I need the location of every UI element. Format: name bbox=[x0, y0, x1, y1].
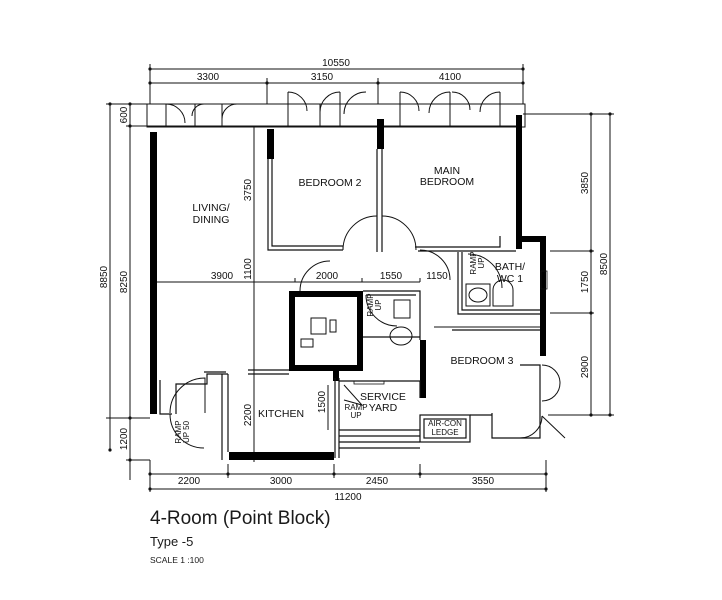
room-main-bedroom: MAIN bbox=[434, 165, 460, 177]
dim-left-3: 1200 bbox=[119, 427, 130, 450]
dim-left-overall: 8850 bbox=[99, 265, 110, 288]
room-main-bedroom-2: BEDROOM bbox=[420, 176, 474, 188]
ramp-label-yard: RAMP bbox=[344, 403, 367, 412]
dim-bottom-2: 3000 bbox=[270, 476, 293, 487]
dim-kitchen-height: 2200 bbox=[243, 403, 254, 426]
dimension-labels: 10550 3300 3150 4100 2200 3000 2450 3550… bbox=[99, 58, 610, 503]
room-service-yard-2: YARD bbox=[369, 402, 398, 414]
up-label-yard: UP bbox=[350, 411, 361, 420]
room-bath-wc-1: BATH/ bbox=[495, 261, 525, 273]
dim-top-3: 4100 bbox=[439, 72, 462, 83]
room-labels: LIVING/ DINING BEDROOM 2 MAIN BEDROOM BA… bbox=[192, 165, 525, 437]
plan-scale: SCALE 1 :100 bbox=[150, 555, 204, 565]
room-kitchen: KITCHEN bbox=[258, 408, 304, 420]
room-aircon-ledge: AIR-CON bbox=[428, 419, 462, 428]
dim-corridor: 1100 bbox=[243, 258, 254, 280]
up-label-wc: UP bbox=[374, 299, 383, 310]
dim-left-2: 8250 bbox=[119, 270, 130, 293]
dim-top-2: 3150 bbox=[311, 72, 334, 83]
dim-yard-height: 1500 bbox=[317, 390, 328, 413]
room-aircon-ledge-2: LEDGE bbox=[431, 428, 458, 437]
plan-type: Type -5 bbox=[150, 534, 194, 549]
title-block: 4-Room (Point Block) Type -5 SCALE 1 :10… bbox=[150, 508, 331, 565]
up-label-bath1: UP bbox=[477, 257, 486, 268]
dim-top-overall: 10550 bbox=[322, 58, 350, 69]
dim-bottom-1: 2200 bbox=[178, 476, 201, 487]
wc-toilet-icon bbox=[389, 326, 413, 346]
room-service-yard: SERVICE bbox=[360, 391, 406, 403]
dim-bottom-4: 3550 bbox=[472, 476, 495, 487]
window-bay bbox=[146, 91, 526, 128]
dim-living-width: 3900 bbox=[211, 271, 234, 282]
plan-title: 4-Room (Point Block) bbox=[150, 508, 331, 529]
ramp-annotations: RAMP UP RAMP UP 50 RAMP UP RAMP UP bbox=[174, 251, 486, 443]
dim-right-1: 3850 bbox=[580, 171, 591, 194]
up50-label-entrance: UP 50 bbox=[182, 420, 191, 443]
ramp-label-entrance: RAMP bbox=[174, 420, 183, 443]
dim-wc-width: 1550 bbox=[380, 271, 403, 282]
dim-bath2-width: 2000 bbox=[316, 271, 339, 282]
dim-right-3: 2900 bbox=[580, 355, 591, 378]
dimension-ticks bbox=[108, 67, 612, 491]
toilet-icon bbox=[492, 279, 514, 307]
room-living: LIVING/ bbox=[192, 202, 229, 214]
room-bath-wc-1-2: WC 1 bbox=[497, 273, 523, 285]
dim-top-1: 3300 bbox=[197, 72, 220, 83]
dim-bottom-overall: 11200 bbox=[334, 492, 362, 503]
dim-right-2: 1750 bbox=[580, 270, 591, 293]
wc-basin-icon bbox=[393, 299, 411, 319]
structural-walls bbox=[150, 115, 546, 460]
room-bedroom-3: BEDROOM 3 bbox=[450, 355, 513, 367]
dim-left-1: 600 bbox=[119, 106, 130, 123]
dimension-lines bbox=[106, 64, 614, 492]
room-bedroom-2: BEDROOM 2 bbox=[298, 177, 361, 189]
basin-icon bbox=[465, 283, 491, 307]
dim-right-overall: 8500 bbox=[599, 252, 610, 275]
ramp-label-bath1: RAMP bbox=[469, 251, 478, 274]
dim-bath1-offset: 1150 bbox=[426, 271, 448, 282]
room-living-2: DINING bbox=[193, 214, 230, 226]
dim-bedroom2-height: 3750 bbox=[243, 178, 254, 201]
door-swings bbox=[169, 215, 566, 449]
fixtures bbox=[300, 270, 548, 385]
dim-bottom-3: 2450 bbox=[366, 476, 389, 487]
ramp-label-wc: RAMP bbox=[366, 293, 375, 316]
